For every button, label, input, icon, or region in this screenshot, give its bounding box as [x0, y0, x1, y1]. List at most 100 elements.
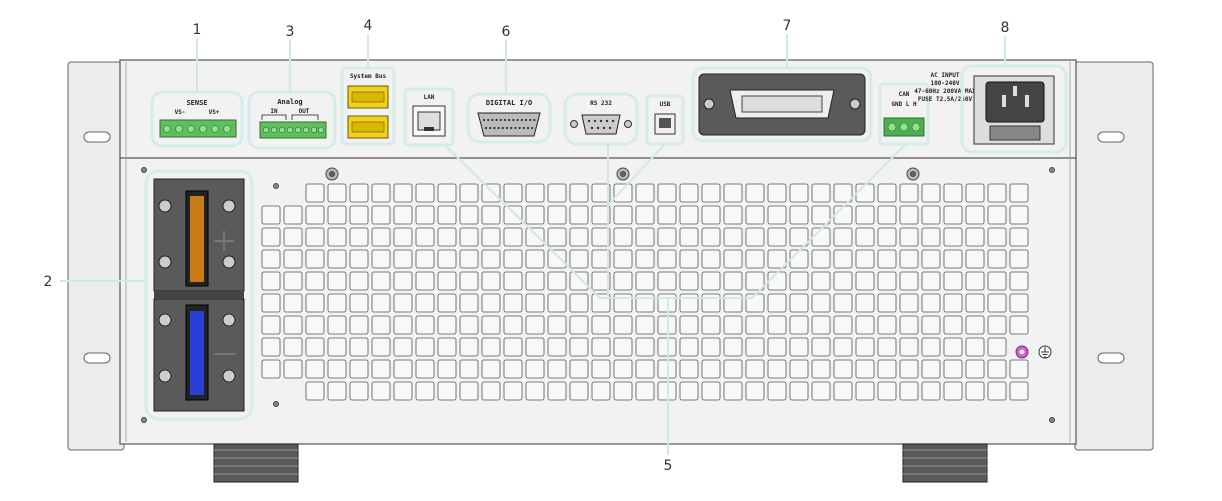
- vent-slot: [965, 381, 985, 401]
- vent-slot: [525, 337, 545, 357]
- svg-text:IN: IN: [270, 108, 278, 115]
- vent-slot: [899, 381, 919, 401]
- vent-slot: [591, 359, 611, 379]
- vent-slot: [481, 183, 501, 203]
- analog-label: Analog: [277, 98, 302, 106]
- vent-slot: [701, 183, 721, 203]
- vent-slot: [481, 249, 501, 269]
- svg-text:47-60Hz 200VA MAX: 47-60Hz 200VA MAX: [914, 88, 976, 95]
- vent-slot: [393, 381, 413, 401]
- vent-slot: [855, 315, 875, 335]
- vent-slot: [723, 183, 743, 203]
- vent-slot: [613, 205, 633, 225]
- output-terminals: [144, 169, 254, 421]
- vent-slot: [415, 293, 435, 313]
- vent-slot: [613, 337, 633, 357]
- vent-slot: [525, 315, 545, 335]
- vent-slot: [745, 205, 765, 225]
- vent-slot: [613, 293, 633, 313]
- vent-slot: [415, 315, 435, 335]
- vent-slot: [503, 293, 523, 313]
- vent-slot: [877, 337, 897, 357]
- vent-slot: [591, 337, 611, 357]
- vent-slot: [349, 249, 369, 269]
- vent-slot: [833, 183, 853, 203]
- vent-slot: [723, 293, 743, 313]
- vent-slot: [635, 315, 655, 335]
- can-label: CAN: [899, 91, 910, 98]
- vent-slot: [657, 271, 677, 291]
- vent-slot: [327, 227, 347, 247]
- vent-slot: [481, 315, 501, 335]
- vent-slot: [921, 227, 941, 247]
- vent-slot: [305, 359, 325, 379]
- digital-io-connector: DIGITAL I/O: [466, 92, 552, 144]
- vent-slot: [701, 337, 721, 357]
- vent-slot: [591, 183, 611, 203]
- vent-slot: [701, 271, 721, 291]
- vent-slot: [965, 315, 985, 335]
- callout-2: 2: [44, 274, 53, 290]
- vent-slot: [1009, 205, 1029, 225]
- vent-slot: [635, 337, 655, 357]
- vent-slot: [833, 337, 853, 357]
- vent-slot: [723, 359, 743, 379]
- vent-slot: [1009, 227, 1029, 247]
- vent-slot: [789, 205, 809, 225]
- vent-slot: [789, 183, 809, 203]
- vent-slot: [503, 381, 523, 401]
- vent-slot: [613, 381, 633, 401]
- vent-slot: [525, 205, 545, 225]
- callout-numbers: 1 2 3 4 5 6 7 8: [44, 18, 1010, 474]
- vent-slot: [723, 381, 743, 401]
- vent-slot: [261, 227, 281, 247]
- vent-slot: [459, 205, 479, 225]
- vent-slot: [855, 293, 875, 313]
- vent-slot: [789, 249, 809, 269]
- vent-slot: [789, 381, 809, 401]
- vent-slot: [833, 381, 853, 401]
- vent-slot: [569, 315, 589, 335]
- vent-slot: [921, 271, 941, 291]
- vent-slot: [459, 227, 479, 247]
- vent-slot: [921, 337, 941, 357]
- vent-slot: [305, 271, 325, 291]
- ground-icon: [1015, 345, 1052, 359]
- vent-slot: [767, 293, 787, 313]
- vent-slot: [987, 183, 1007, 203]
- vent-slot: [1009, 249, 1029, 269]
- vent-slot: [987, 315, 1007, 335]
- callout-1: 1: [193, 22, 202, 38]
- vent-slot: [965, 227, 985, 247]
- vent-slot: [349, 227, 369, 247]
- vent-slot: [371, 205, 391, 225]
- vent-slot: [855, 183, 875, 203]
- vent-slot: [701, 227, 721, 247]
- vent-slot: [723, 337, 743, 357]
- vent-slot: [569, 227, 589, 247]
- vent-slot: [613, 183, 633, 203]
- vent-slot: [327, 183, 347, 203]
- vent-slot: [349, 381, 369, 401]
- vent-slot: [943, 315, 963, 335]
- vent-slot: [349, 293, 369, 313]
- vent-slot: [635, 381, 655, 401]
- vent-slot: [305, 315, 325, 335]
- vent-slot: [899, 271, 919, 291]
- vent-slot: [371, 337, 391, 357]
- vent-slot: [789, 337, 809, 357]
- vent-slot: [943, 293, 963, 313]
- callout-3: 3: [286, 24, 295, 40]
- vent-slot: [371, 293, 391, 313]
- vent-slot: [855, 249, 875, 269]
- vent-slot: [415, 249, 435, 269]
- vent-slot: [525, 249, 545, 269]
- vent-slot: [393, 183, 413, 203]
- vent-slot: [591, 227, 611, 247]
- vent-slot: [327, 249, 347, 269]
- vent-slot: [745, 337, 765, 357]
- vent-slot: [965, 271, 985, 291]
- vent-slot: [437, 271, 457, 291]
- vent-slot: [371, 315, 391, 335]
